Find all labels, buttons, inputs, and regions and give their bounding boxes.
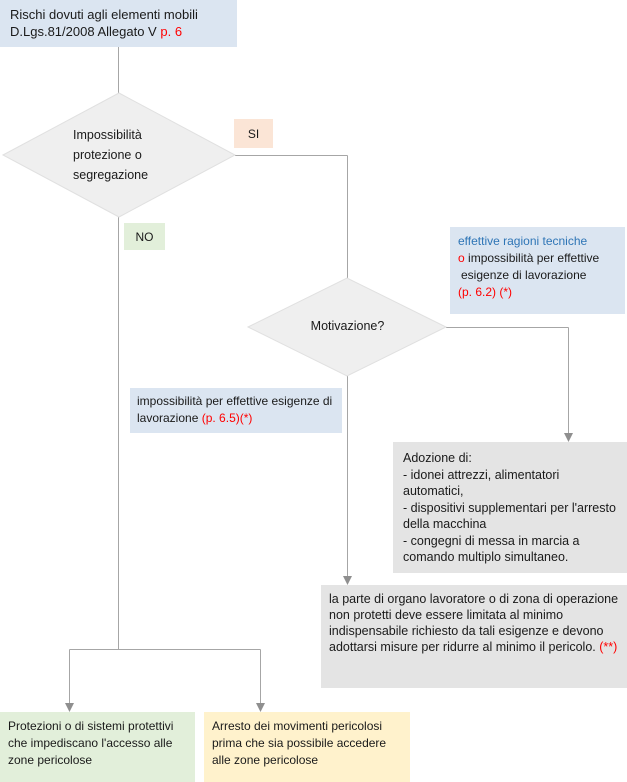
note-right-o: o	[458, 251, 465, 265]
title-page-ref: p. 6	[160, 24, 183, 39]
note-effettive-ragioni: effettive ragioni tecniche o impossibili…	[450, 227, 625, 314]
la-parte-text: la parte di organo lavoratore o di zona …	[329, 592, 619, 654]
no-branch-label: NO	[124, 223, 165, 250]
note-left-text: impossibilità per effettive esigenze di …	[137, 394, 333, 425]
outcome-arresto: Arresto dei movimenti pericolosi prima c…	[204, 712, 410, 782]
title-line1: Rischi dovuti agli elementi mobili	[10, 7, 198, 22]
note-right-line2: o impossibilità per effettive	[458, 250, 617, 267]
decision1-label: Impossibilità protezione o segregazione	[73, 128, 149, 182]
arrowhead-laparte	[343, 576, 352, 585]
note-right-line2-text: impossibilità per effettive	[468, 251, 600, 265]
note-esigenze-lavorazione: impossibilità per effettive esigenze di …	[130, 388, 342, 433]
arrowhead-adozione	[564, 433, 573, 442]
decision2-diamond	[246, 277, 448, 377]
box-la-parte: la parte di organo lavoratore o di zona …	[321, 585, 627, 688]
note-right-ref: (p. 6.2) (*)	[458, 285, 513, 299]
title-line2-text: D.Lgs.81/2008 Allegato V	[10, 24, 157, 39]
decision2-label: Motivazione?	[310, 319, 385, 333]
outcome-protezioni: Protezioni o di sistemi protettivi che i…	[0, 712, 195, 782]
box-adozione: Adozione di: - idonei attrezzi, alimenta…	[393, 442, 627, 573]
arrowhead-arresto	[256, 703, 265, 712]
decision1-diamond	[1, 92, 237, 218]
note-right-line1: effettive ragioni tecniche	[458, 234, 588, 248]
title-box: Rischi dovuti agli elementi mobili D.Lgs…	[0, 0, 237, 47]
note-left-ref: (p. 6.5)(*)	[201, 411, 253, 425]
la-parte-ref: (**)	[599, 640, 618, 654]
arrowhead-protezioni	[65, 703, 74, 712]
yes-branch-label: SI	[234, 119, 273, 148]
note-right-line3: esigenze di lavorazione	[461, 268, 587, 282]
title-line2: D.Lgs.81/2008 Allegato V p. 6	[10, 23, 227, 40]
